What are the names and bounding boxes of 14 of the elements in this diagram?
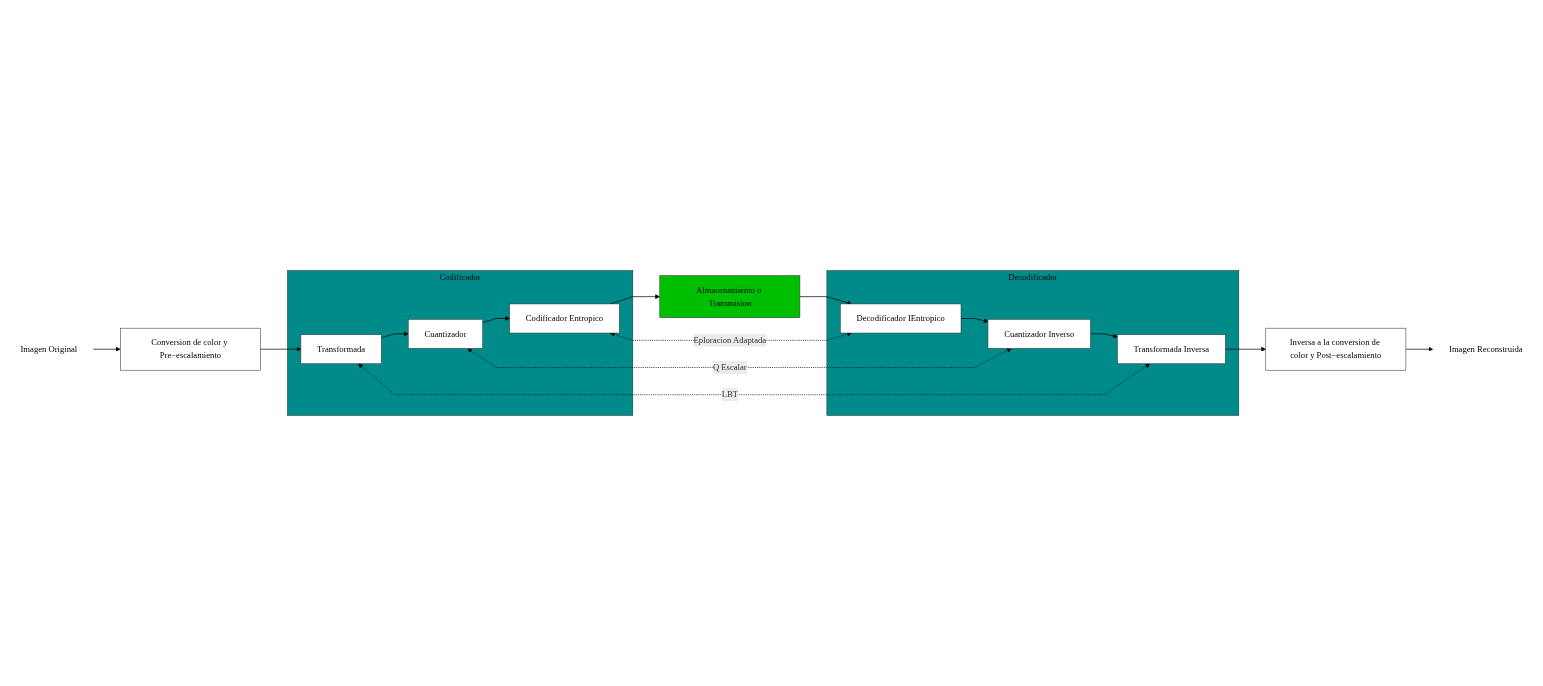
- edge-label: Eploracion Adaptada: [693, 335, 767, 345]
- edge-label: LBT: [721, 389, 738, 400]
- edge-label: Q Escalar: [712, 362, 747, 372]
- node-box: Decodificador IEntropico: [840, 303, 962, 334]
- node-box: Almacenamiento o Transmision: [659, 275, 801, 318]
- node-text: Imagen Reconstruida: [1449, 344, 1523, 354]
- node-text: Imagen Original: [20, 344, 78, 354]
- node-box: Conversion de color y Pre−escalamiento: [120, 327, 261, 371]
- node-box: Transformada: [300, 334, 382, 364]
- node-box: Codificador Entropico: [509, 303, 620, 334]
- node-box: Inversa a la conversion de color y Post−escalamiento: [1265, 327, 1407, 371]
- node-box: Cuantizador Inverso: [987, 319, 1091, 349]
- node-box: Transformada Inversa: [1117, 334, 1226, 364]
- node-box: Cuantizador: [407, 319, 483, 349]
